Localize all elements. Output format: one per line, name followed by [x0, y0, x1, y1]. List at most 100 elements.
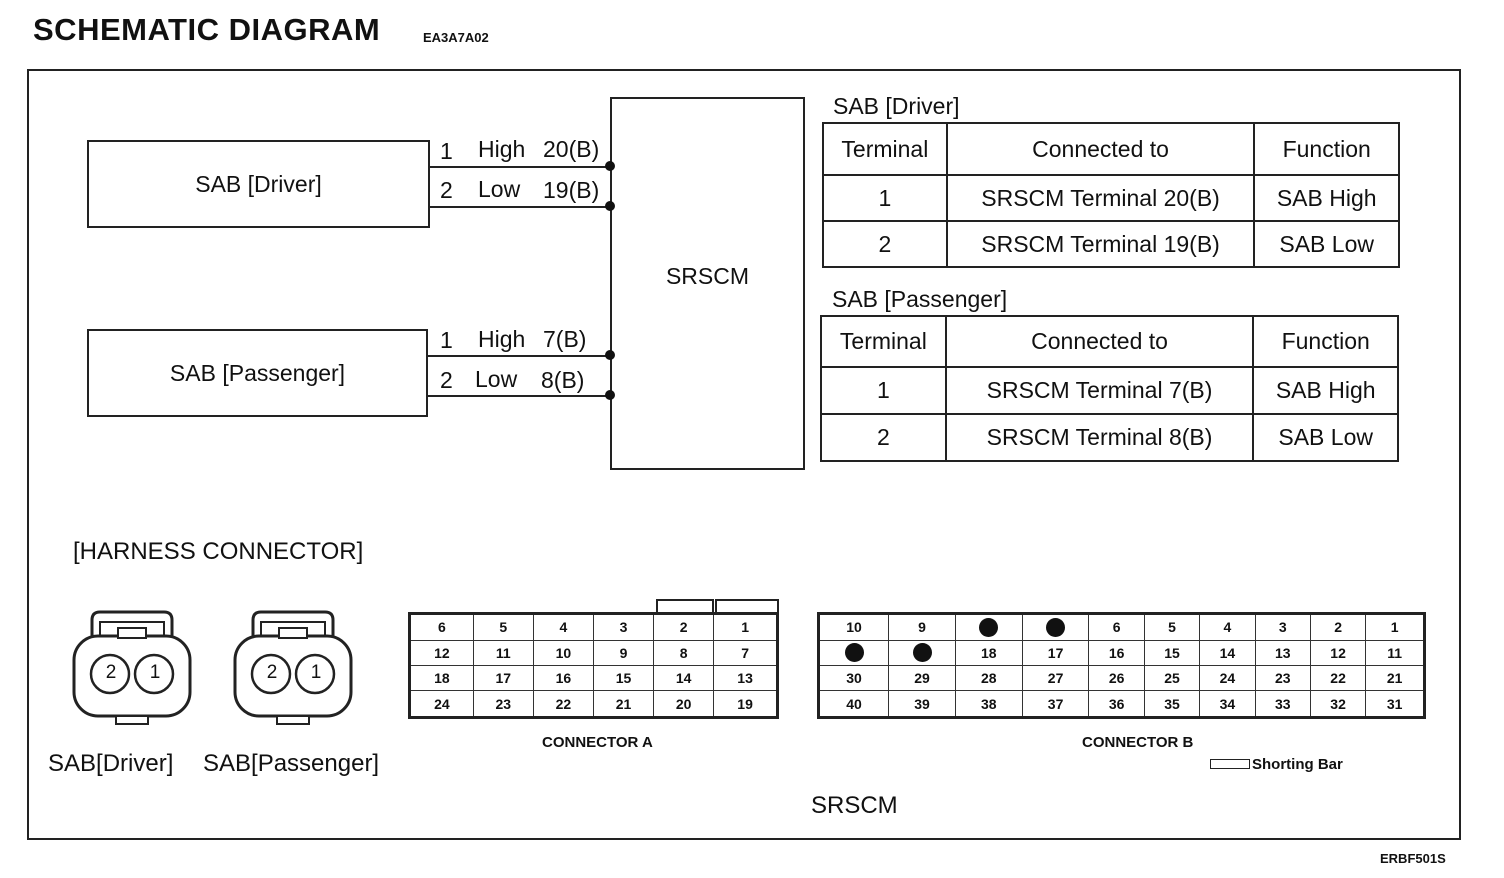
connector-a-pin: 1 — [713, 613, 778, 641]
connector-b-pin: 33 — [1254, 690, 1311, 718]
passenger-low-junction — [605, 390, 615, 400]
plug-pin-label: 2 — [105, 662, 117, 683]
connector-a-pin: 17 — [472, 664, 534, 692]
table-header-row: Terminal Connected to Function — [820, 315, 1399, 368]
connector-a-pin: 4 — [532, 613, 594, 641]
sab-passenger-box: SAB [Passenger] — [87, 329, 428, 417]
table-cell: SAB Low — [1253, 220, 1400, 268]
connector-b-pin: 5 — [1143, 613, 1201, 641]
connector-b-filled-cavity — [1021, 613, 1090, 641]
connector-b-pin: 17 — [1021, 639, 1090, 666]
driver-high-junction — [605, 161, 615, 171]
connector-b-pin: 30 — [817, 664, 890, 692]
connector-b-pin: 24 — [1199, 664, 1256, 692]
table-cell: SAB High — [1253, 174, 1400, 222]
connector-a-latch — [656, 599, 714, 612]
page-title: SCHEMATIC DIAGRAM — [33, 12, 381, 47]
table-cell: 2 — [822, 220, 948, 268]
table-row: 1 SRSCM Terminal 20(B) SAB High — [822, 174, 1400, 222]
driver-low-pin: 2 — [440, 177, 453, 203]
harness-connector-title: [HARNESS CONNECTOR] — [73, 538, 364, 565]
sab-driver-plug-label: SAB[Driver] — [48, 750, 174, 777]
connector-a-pin: 2 — [653, 613, 715, 641]
connector-b-pin: 35 — [1143, 690, 1201, 718]
connector-b-pin: 23 — [1254, 664, 1311, 692]
table-cell: 2 — [820, 413, 947, 462]
connector-b-pin: 37 — [1021, 690, 1090, 718]
driver-low-terminal: 19(B) — [543, 177, 600, 203]
passenger-high-pin: 1 — [440, 327, 453, 353]
filled-cavity-icon — [912, 643, 932, 663]
table-row: 1 SRSCM Terminal 7(B) SAB High — [820, 366, 1399, 415]
connector-b-pin: 27 — [1021, 664, 1090, 692]
table-header-cell: Terminal — [822, 122, 948, 176]
connector-b-pin: 40 — [817, 690, 890, 718]
shorting-bar-label: Shorting Bar — [1252, 756, 1343, 773]
diagram-frame — [27, 69, 1461, 840]
driver-high-pin: 1 — [440, 138, 453, 164]
connector-a-pin: 16 — [532, 664, 594, 692]
connector-b-pin: 29 — [888, 664, 956, 692]
connector-b-pin: 6 — [1088, 613, 1145, 641]
connector-a-pin: 7 — [713, 639, 778, 666]
connector-b-pin: 11 — [1365, 639, 1425, 666]
connector-a-pin: 13 — [713, 664, 778, 692]
connector-a-pin: 24 — [409, 690, 474, 718]
passenger-high-terminal: 7(B) — [543, 326, 587, 352]
sab-driver-plug-icon — [72, 610, 192, 725]
footer-code: ERBF501S — [1380, 851, 1446, 866]
table-header-cell: Connected to — [944, 315, 1255, 368]
driver-low-wire — [430, 206, 610, 208]
plug-pin-label: 1 — [149, 662, 161, 683]
connector-a-pin: 10 — [532, 639, 594, 666]
sab-passenger-label: SAB [Passenger] — [169, 359, 346, 386]
passenger-low-wire — [428, 395, 610, 397]
connector-b-pin: 2 — [1309, 613, 1367, 641]
driver-low-junction — [605, 201, 615, 211]
connector-a-latch — [715, 599, 779, 612]
table-cell: SRSCM Terminal 19(B) — [945, 220, 1256, 268]
plug-pin-label: 1 — [310, 662, 322, 683]
table-cell: SAB High — [1252, 366, 1399, 415]
table-cell: 1 — [822, 174, 948, 222]
connector-a-pin: 12 — [409, 639, 474, 666]
shorting-bar-icon — [1210, 759, 1250, 769]
connector-a-pin: 14 — [653, 664, 715, 692]
connector-a-pin: 3 — [592, 613, 655, 641]
connector-b-pin: 38 — [954, 690, 1023, 718]
connector-a-label: CONNECTOR A — [542, 734, 653, 751]
passenger-low-name: Low — [475, 366, 518, 392]
table-cell: SRSCM Terminal 7(B) — [944, 366, 1255, 415]
table-cell: SRSCM Terminal 20(B) — [945, 174, 1256, 222]
table-row: 2 SRSCM Terminal 8(B) SAB Low — [820, 413, 1399, 462]
connector-b-pin: 9 — [888, 613, 956, 641]
connector-b-pin: 18 — [954, 639, 1023, 666]
connector-b-pin: 26 — [1088, 664, 1145, 692]
driver-terminal-table: Terminal Connected to Function 1 SRSCM T… — [822, 122, 1400, 268]
connector-b-pin: 4 — [1199, 613, 1256, 641]
connector-a-pin: 11 — [472, 639, 534, 666]
connector-b-pin: 22 — [1309, 664, 1367, 692]
connector-b-pin: 13 — [1254, 639, 1311, 666]
connector-a-pin: 18 — [409, 664, 474, 692]
sab-driver-box: SAB [Driver] — [87, 140, 430, 228]
table-cell: 1 — [820, 366, 947, 415]
connector-a-pin: 19 — [713, 690, 778, 718]
driver-table-title: SAB [Driver] — [833, 93, 960, 119]
passenger-table-title: SAB [Passenger] — [832, 286, 1008, 312]
connector-a-pin: 20 — [653, 690, 715, 718]
diagram-code: EA3A7A02 — [423, 30, 489, 45]
driver-high-name: High — [478, 136, 526, 162]
table-header-cell: Function — [1252, 315, 1399, 368]
connector-a-pin: 9 — [592, 639, 655, 666]
passenger-low-terminal: 8(B) — [541, 367, 585, 393]
connector-b-filled-cavity — [817, 639, 890, 666]
connector-b-label: CONNECTOR B — [1082, 734, 1194, 751]
connector-b-pin: 36 — [1088, 690, 1145, 718]
driver-low-name: Low — [478, 176, 521, 202]
